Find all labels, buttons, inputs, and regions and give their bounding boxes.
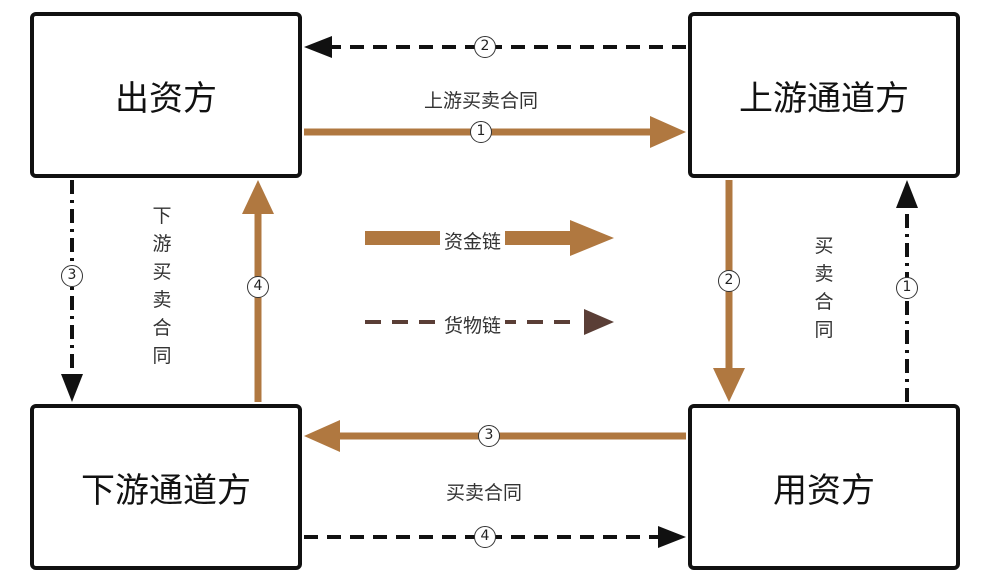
upstream-channel-box: 上游通道方 [688,12,960,178]
legend-capital-label: 资金链 [440,227,506,254]
arrow-bottom-goods [304,526,686,548]
arrow-left-capital [242,180,274,402]
arrow-bottom-capital [304,420,686,452]
bottom-contract-label: 买卖合同 [446,482,523,504]
step-badge-bottom-capital: 3 [478,425,500,447]
funder-box: 出资方 [30,12,302,178]
left-contract-label: 下游买卖合同 [152,205,172,367]
arrow-top-goods [304,36,686,58]
step-badge-right-goods: 1 [896,277,918,299]
legend-goods-label: 货物链 [440,311,506,338]
step-badge-top-capital: 1 [470,121,492,143]
user-box: 用资方 [688,404,960,570]
arrow-left-goods [61,180,83,402]
right-contract-label: 买卖合同 [814,235,834,341]
legend-goods-arrow [365,309,614,335]
downstream-channel-box: 下游通道方 [30,404,302,570]
arrow-top-capital [304,116,686,148]
step-badge-top-goods: 2 [474,36,496,58]
step-badge-bottom-goods: 4 [474,526,496,548]
top-contract-label: 上游买卖合同 [424,90,539,112]
downstream-channel-label: 下游通道方 [81,470,251,511]
arrow-right-goods [896,180,918,402]
upstream-channel-label: 上游通道方 [739,78,909,119]
step-badge-left-goods: 3 [61,265,83,287]
step-badge-left-capital: 4 [247,276,269,298]
step-badge-right-capital: 2 [718,270,740,292]
user-label: 用资方 [773,470,875,511]
funder-label: 出资方 [115,78,217,119]
